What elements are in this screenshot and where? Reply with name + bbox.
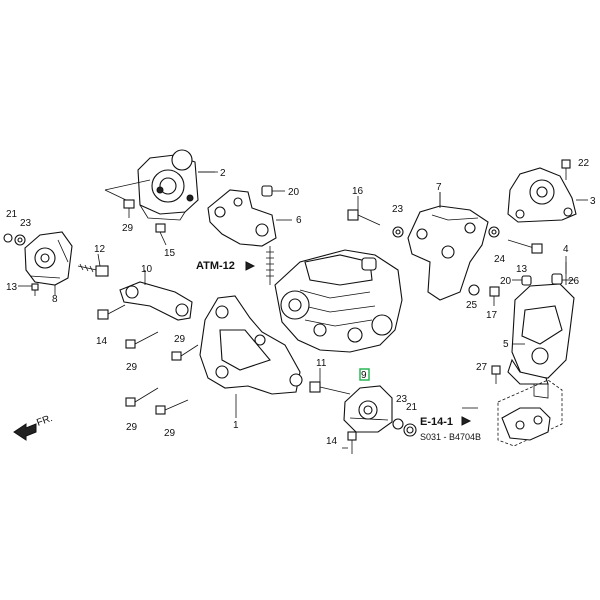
callout-21-b: 21 — [406, 402, 418, 413]
part-8-side-mount — [24, 231, 73, 295]
callout-23-b: 23 — [396, 394, 408, 405]
bolt-19-icon — [97, 304, 126, 320]
callout-3: 3 — [590, 196, 596, 207]
part-9-lower-mount[interactable] — [343, 385, 393, 433]
callout-20: 20 — [288, 187, 300, 198]
part-10-torque-rod — [119, 270, 193, 321]
atm-reference: ATM-12 — [196, 260, 235, 272]
bolt-13-icon — [507, 239, 543, 254]
callout-14-b: 14 — [326, 436, 338, 447]
callout-7: 7 — [436, 182, 442, 193]
callout-24-a: 23 — [392, 204, 404, 215]
part-3-upper-mount — [507, 167, 588, 223]
bolt-14b-icon — [347, 431, 357, 454]
callout-17: 16 — [352, 186, 364, 197]
bolt-16-icon — [155, 223, 167, 246]
callout-18: 17 — [486, 310, 498, 321]
bolt-28-icon — [123, 199, 135, 218]
callout-1: 1 — [233, 420, 239, 431]
callout-12: 12 — [94, 244, 106, 255]
bolt-17-icon — [347, 209, 381, 226]
part-2-front-mount — [137, 149, 218, 221]
bolt-11-icon — [309, 381, 351, 395]
bolt-18-icon — [489, 286, 500, 306]
callout-29-c: 29 — [126, 422, 138, 433]
nut-21-icon — [3, 233, 13, 243]
callout-26: 26 — [568, 276, 580, 287]
part-7-rear-bracket — [407, 192, 489, 301]
reference-labels: ATM-12 E-14-1 S031 - B4704B FR. — [13, 260, 481, 442]
nut-26-icon — [551, 273, 563, 285]
e14-arrow-icon — [461, 416, 472, 426]
fasteners — [3, 159, 571, 454]
bolt-27-icon — [491, 365, 501, 384]
callout-19: 14 — [96, 336, 108, 347]
callout-9-highlight — [359, 368, 370, 381]
callout-13: 13 — [516, 264, 528, 275]
e14-detail-box — [497, 379, 563, 447]
svg-text:FR.: FR. — [35, 413, 54, 429]
part-4-5-transmission-mount — [507, 262, 575, 399]
callout-22: 22 — [578, 158, 590, 169]
part-6-bracket — [207, 189, 292, 247]
atm-stud — [266, 246, 274, 285]
bolt-29b-icon — [171, 344, 199, 361]
washer-24-icon — [392, 226, 404, 238]
part-1-main-bracket — [199, 295, 303, 418]
callout-29-a: 29 — [126, 362, 138, 373]
callout-14: 13 — [6, 282, 18, 293]
nut-20-icon — [261, 185, 273, 197]
callout-27: 27 — [476, 362, 488, 373]
washer-23b-icon — [392, 418, 404, 430]
atm-arrow-icon — [245, 261, 256, 271]
engine-block — [274, 249, 403, 353]
callout-24-b: 24 — [494, 254, 506, 265]
washer-24b-icon — [488, 226, 500, 238]
bolt-29c-icon — [125, 387, 159, 407]
callout-labels: 2 20 29 15 6 21 23 12 10 13 8 14 29 29 2… — [6, 158, 596, 447]
callout-28: 29 — [122, 223, 134, 234]
nut-20b-icon — [521, 275, 532, 286]
callout-21: 21 — [6, 209, 18, 220]
leader-lines — [18, 171, 574, 449]
callout-5: 5 — [503, 339, 509, 350]
callout-11: 11 — [316, 358, 327, 369]
callout-8: 8 — [52, 294, 58, 305]
bolt-12-icon — [77, 263, 109, 277]
nut-21b-icon — [403, 423, 417, 437]
e14-reference: E-14-1 — [420, 416, 453, 428]
callout-9: 9 — [361, 370, 367, 381]
bolt-29d-icon — [155, 399, 189, 415]
bolt-22-icon — [561, 159, 571, 180]
callout-20-b: 20 — [500, 276, 512, 287]
callout-10: 10 — [141, 264, 153, 275]
washer-23-icon — [14, 234, 26, 246]
callout-29-d: 29 — [164, 428, 176, 439]
callout-2: 2 — [220, 168, 226, 179]
bolt-14-icon — [31, 283, 39, 296]
front-arrow-icon: FR. — [13, 413, 54, 441]
washer-25-icon — [468, 284, 480, 296]
diagram-code: S031 - B4704B — [420, 432, 481, 442]
callout-25: 25 — [466, 300, 478, 311]
callout-4: 4 — [563, 244, 569, 255]
bolt-29a-icon — [125, 331, 159, 349]
callout-16: 15 — [164, 248, 176, 259]
callout-29-b: 29 — [174, 334, 186, 345]
callout-6: 6 — [296, 215, 302, 226]
callout-23: 23 — [20, 218, 32, 229]
